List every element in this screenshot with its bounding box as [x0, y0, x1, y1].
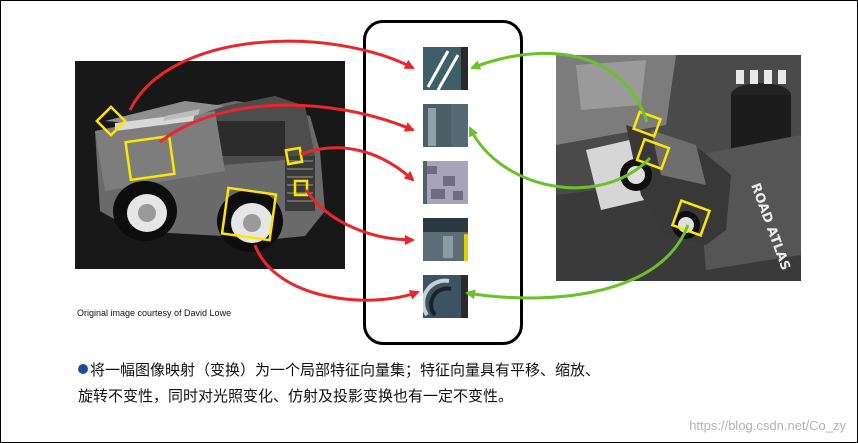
red-arrow-2 [160, 105, 413, 142]
red-arrow-1 [130, 41, 413, 110]
watermark: https://blog.csdn.net/Co_zy [689, 418, 846, 433]
red-arrow-5 [255, 245, 418, 300]
caption-line-1: 将一幅图像映射（变换）为一个局部特征向量集；特征向量具有平移、缩放、 [90, 361, 600, 379]
green-arrow-3 [467, 225, 688, 298]
bullet-icon [78, 364, 88, 374]
green-arrow-1 [472, 53, 647, 122]
caption-line-2: 旋转不变性，同时对光照变化、仿射及投影变换也有一定不变性。 [78, 383, 778, 409]
caption: 将一幅图像映射（变换）为一个局部特征向量集；特征向量具有平移、缩放、 旋转不变性… [78, 357, 778, 409]
image-credit: Original image courtesy of David Lowe [77, 308, 231, 318]
red-arrow-4 [306, 190, 413, 240]
green-arrow-2 [470, 128, 650, 188]
red-arrow-3 [301, 148, 413, 180]
